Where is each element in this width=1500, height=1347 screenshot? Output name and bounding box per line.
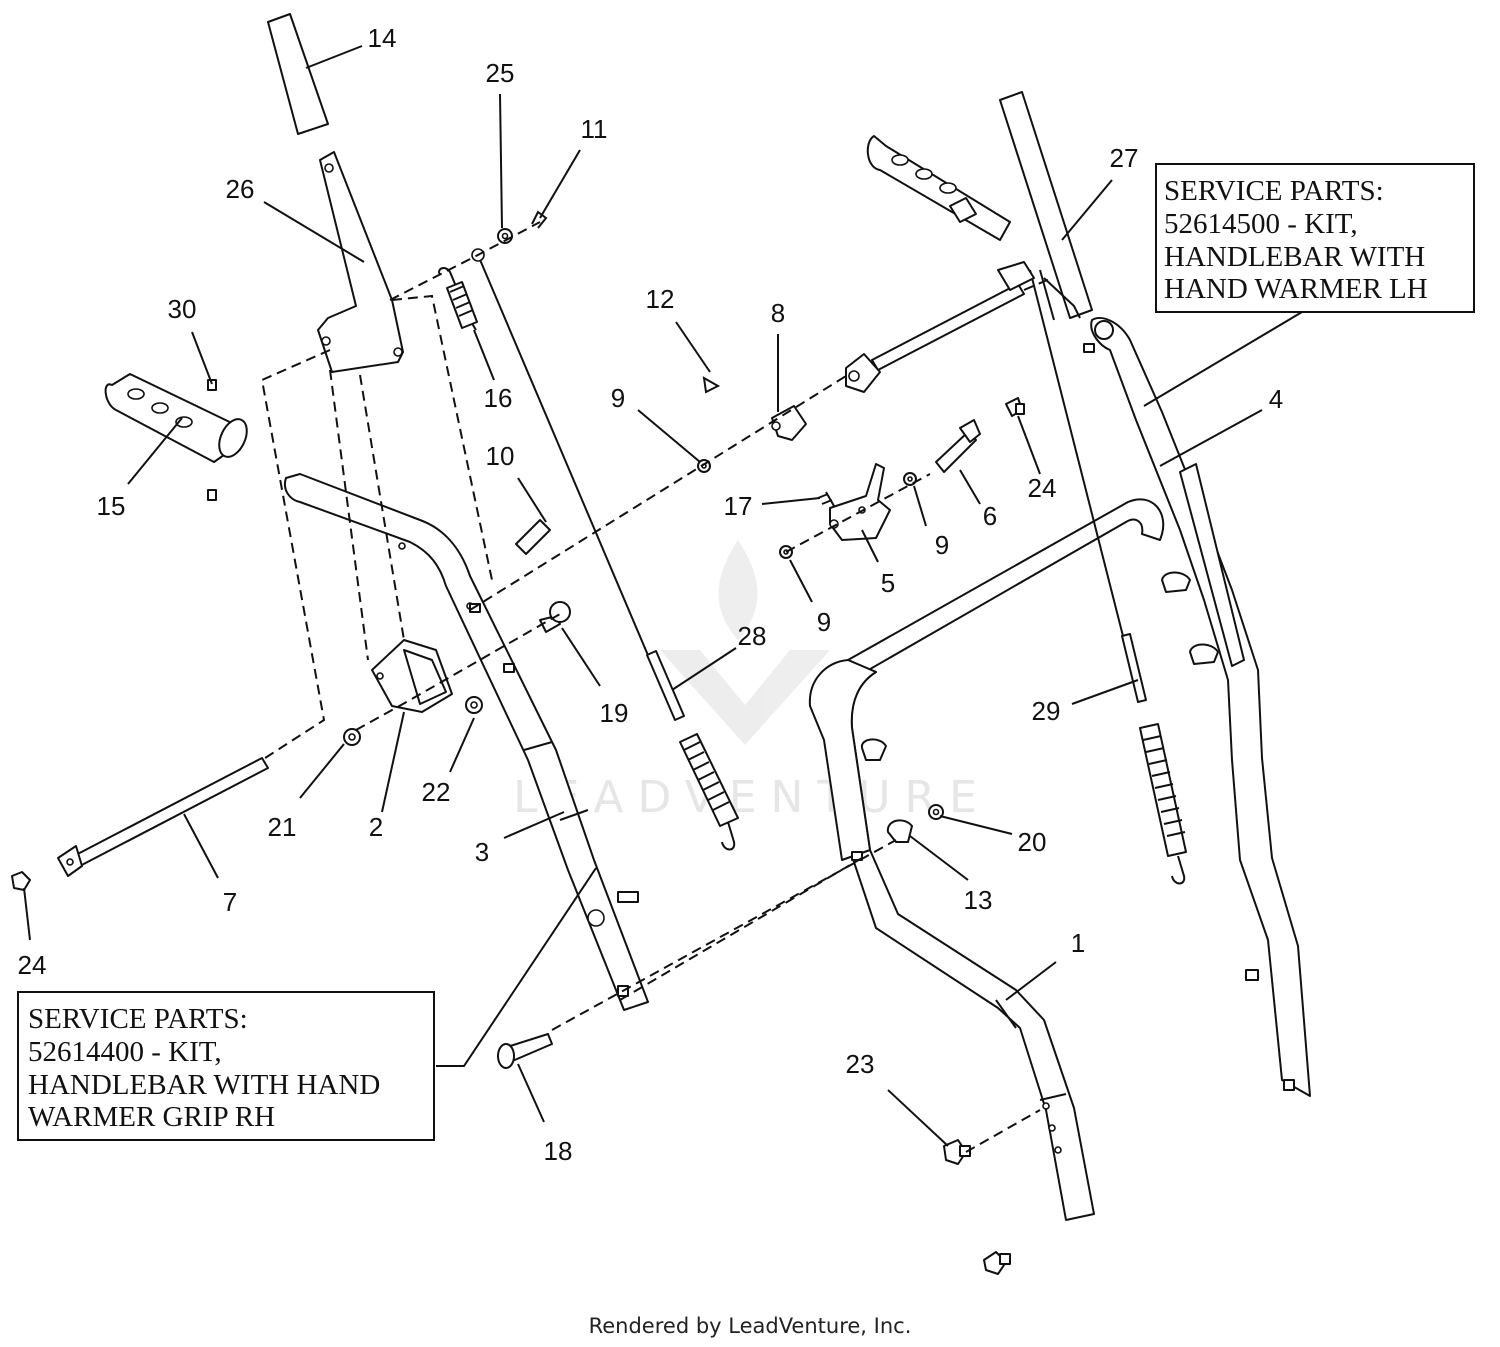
part-4-handlebar-lh bbox=[1090, 317, 1311, 1097]
callout-4: 4 bbox=[1269, 384, 1283, 414]
callout-9-c: 9 bbox=[817, 607, 831, 637]
callout-10: 10 bbox=[486, 441, 515, 471]
part-3-handlebar-rh bbox=[284, 473, 649, 1011]
part-27-grip-cover bbox=[999, 91, 1093, 319]
part-13-knob bbox=[886, 819, 913, 843]
service-lh-line-4: HAND WARMER LH bbox=[1164, 273, 1428, 305]
heated-grip-right bbox=[866, 135, 1011, 241]
watermark: LEADVENTURE bbox=[513, 540, 991, 823]
part-24-bolt-right bbox=[1005, 397, 1025, 417]
callout-15: 15 bbox=[97, 491, 126, 521]
part-28-cable bbox=[471, 248, 739, 851]
service-lh-line-1: SERVICE PARTS: bbox=[1164, 175, 1384, 207]
part-23-bolt bbox=[943, 1139, 971, 1165]
part-21-nut bbox=[343, 728, 361, 746]
callout-18: 18 bbox=[544, 1136, 573, 1166]
callout-16: 16 bbox=[484, 383, 513, 413]
service-parts-box-rh: SERVICE PARTS: 52614400 - KIT, HANDLEBAR… bbox=[17, 991, 435, 1141]
part-24-bolt-left bbox=[11, 871, 31, 891]
service-rh-line-4: WARMER GRIP RH bbox=[28, 1101, 275, 1133]
part-2-switch-housing bbox=[371, 639, 453, 713]
callout-25: 25 bbox=[486, 58, 515, 88]
part-29-cable bbox=[1029, 269, 1187, 885]
callout-27: 27 bbox=[1110, 143, 1139, 173]
callout-9-b: 9 bbox=[935, 530, 949, 560]
service-rh-line-3: HANDLEBAR WITH HAND bbox=[28, 1069, 380, 1101]
callout-3: 3 bbox=[475, 837, 489, 867]
callout-1: 1 bbox=[1071, 928, 1085, 958]
callout-9-a: 9 bbox=[611, 383, 625, 413]
part-16-spring bbox=[438, 267, 478, 331]
part-14-grip-cover bbox=[267, 13, 329, 135]
service-parts-box-lh: SERVICE PARTS: 52614500 - KIT, HANDLEBAR… bbox=[1155, 163, 1475, 313]
part-6-pin bbox=[935, 419, 981, 473]
part-5-bracket bbox=[829, 463, 891, 541]
part-12-hairpin bbox=[702, 376, 721, 394]
bolt-bottom bbox=[983, 1251, 1011, 1275]
part-7-rod bbox=[57, 757, 269, 877]
service-lh-line-3: HANDLEBAR WITH bbox=[1164, 241, 1425, 273]
callout-24-b: 24 bbox=[18, 950, 47, 980]
callout-30: 30 bbox=[168, 294, 197, 324]
callout-19: 19 bbox=[600, 698, 629, 728]
service-rh-line-2: 52614400 - KIT, bbox=[28, 1036, 222, 1068]
part-20-washer bbox=[928, 804, 944, 820]
callout-21: 21 bbox=[268, 812, 297, 842]
callout-17: 17 bbox=[724, 491, 753, 521]
part-26-bracket bbox=[317, 151, 404, 373]
callout-22: 22 bbox=[422, 777, 451, 807]
service-rh-line-1: SERVICE PARTS: bbox=[28, 1003, 248, 1035]
callout-20: 20 bbox=[1018, 827, 1047, 857]
callout-6: 6 bbox=[983, 501, 997, 531]
callout-12: 12 bbox=[646, 284, 675, 314]
assembly-lines bbox=[260, 221, 1053, 1153]
callout-13: 13 bbox=[964, 885, 993, 915]
part-15-heated-grip bbox=[104, 373, 248, 501]
part-8-knob bbox=[771, 405, 807, 441]
leader-lines bbox=[23, 45, 1303, 1147]
shift-rod-right bbox=[845, 261, 1035, 393]
nut-upper-left-of-1 bbox=[860, 738, 887, 761]
part-1-lower-handle bbox=[808, 498, 1165, 1221]
watermark-text: LEADVENTURE bbox=[513, 772, 991, 823]
callout-labels: 14 25 11 26 27 30 12 8 16 9 4 15 10 17 2… bbox=[18, 23, 1284, 1166]
callout-14: 14 bbox=[368, 23, 397, 53]
callout-7: 7 bbox=[223, 887, 237, 917]
callout-29: 29 bbox=[1032, 696, 1061, 726]
part-9-washer-b bbox=[903, 472, 917, 486]
part-18-pin bbox=[497, 1033, 553, 1069]
callout-5: 5 bbox=[881, 568, 895, 598]
part-22-nut bbox=[465, 696, 483, 714]
callout-28: 28 bbox=[738, 621, 767, 651]
service-lh-line-2: 52614500 - KIT, bbox=[1164, 208, 1358, 240]
part-17-spring bbox=[817, 491, 835, 507]
callout-2: 2 bbox=[369, 812, 383, 842]
callout-23: 23 bbox=[846, 1049, 875, 1079]
callout-26: 26 bbox=[226, 174, 255, 204]
callout-24-a: 24 bbox=[1028, 473, 1057, 503]
part-10-pin bbox=[515, 519, 551, 555]
callout-8: 8 bbox=[771, 298, 785, 328]
callout-11: 11 bbox=[581, 114, 608, 144]
footer-credit: Rendered by LeadVenture, Inc. bbox=[588, 1314, 912, 1338]
